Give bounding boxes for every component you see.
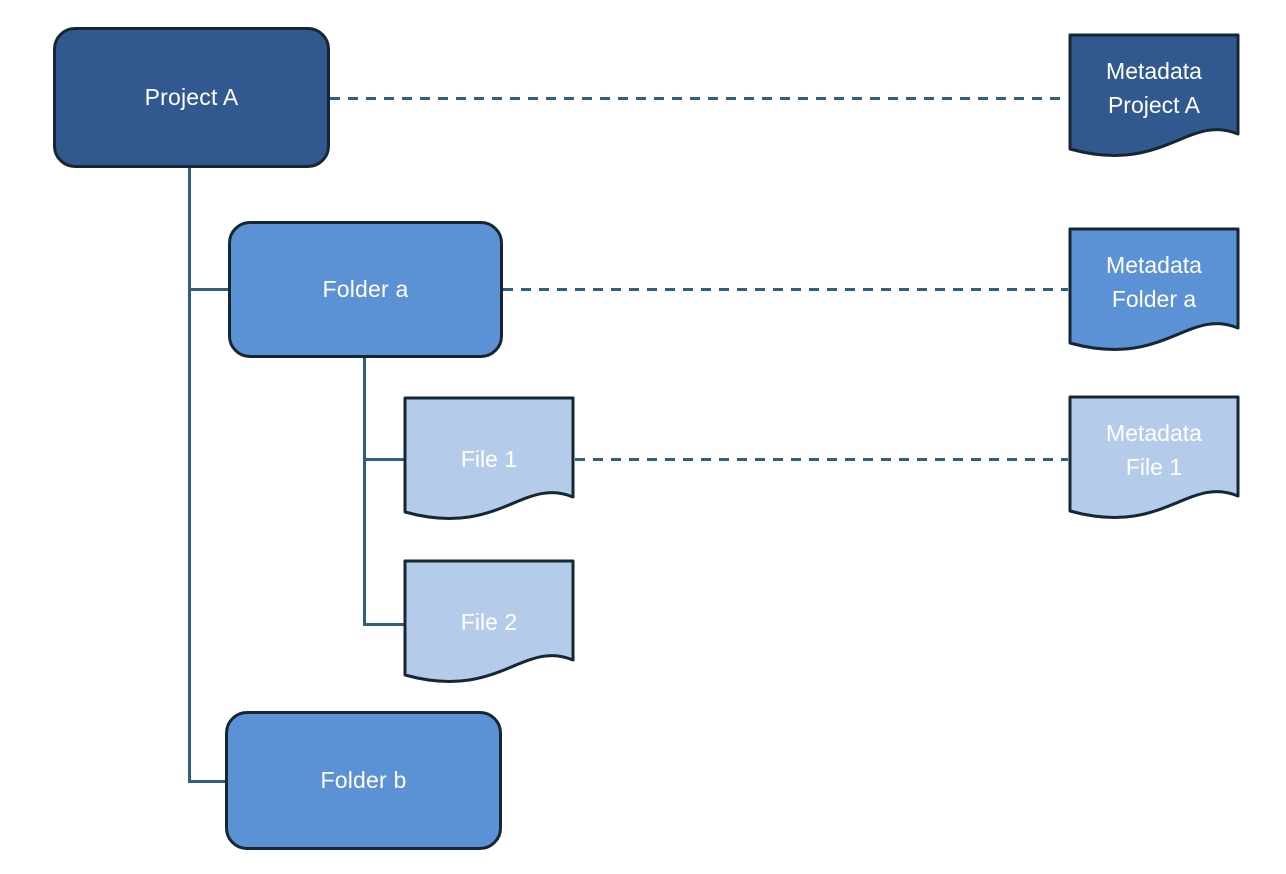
metadata-line-1: Metadata xyxy=(1106,252,1202,278)
node-file-2-text: File 2 xyxy=(460,609,518,635)
document-shape-icon xyxy=(403,559,575,683)
document-shape-icon xyxy=(1068,33,1240,157)
node-project-a-label: Project A xyxy=(144,84,239,110)
tree-line-folder-a-vertical xyxy=(363,358,366,626)
node-metadata-project-a: Metadata Project A xyxy=(1068,33,1240,165)
node-file-1: File 1 xyxy=(403,396,575,528)
node-project-a: Project A xyxy=(53,27,330,168)
tree-line-branch-folder-b xyxy=(188,780,227,783)
node-folder-a-label: Folder a xyxy=(322,276,409,302)
node-metadata-folder-a: Metadata Folder a xyxy=(1068,227,1240,359)
dashed-connector-folder-a-metadata xyxy=(503,288,1068,291)
node-metadata-file-1: Metadata File 1 xyxy=(1068,395,1240,527)
node-file-1-label: File 1 xyxy=(403,396,575,528)
document-shape-icon xyxy=(403,396,575,520)
dashed-connector-project-a-metadata xyxy=(330,97,1068,100)
dashed-connector-file-1-metadata xyxy=(575,458,1068,461)
metadata-line-2: Project A xyxy=(1107,92,1201,118)
document-shape-icon xyxy=(1068,395,1240,519)
tree-line-branch-file-2 xyxy=(363,623,405,626)
node-folder-b: Folder b xyxy=(225,711,502,850)
tree-line-branch-file-1 xyxy=(363,458,405,461)
node-metadata-project-a-label: Metadata Project A xyxy=(1068,33,1240,165)
node-folder-b-label: Folder b xyxy=(320,767,407,793)
metadata-line-1: Metadata xyxy=(1106,58,1202,84)
node-metadata-folder-a-label: Metadata Folder a xyxy=(1068,227,1240,359)
metadata-line-2: File 1 xyxy=(1125,454,1183,480)
metadata-line-2: Folder a xyxy=(1111,286,1197,312)
node-file-2: File 2 xyxy=(403,559,575,691)
tree-line-branch-folder-a xyxy=(188,288,230,291)
node-file-1-text: File 1 xyxy=(460,446,518,472)
node-metadata-file-1-label: Metadata File 1 xyxy=(1068,395,1240,527)
metadata-line-1: Metadata xyxy=(1106,420,1202,446)
document-shape-icon xyxy=(1068,227,1240,351)
tree-line-project-vertical xyxy=(188,167,191,783)
node-file-2-label: File 2 xyxy=(403,559,575,691)
node-folder-a: Folder a xyxy=(228,221,503,358)
